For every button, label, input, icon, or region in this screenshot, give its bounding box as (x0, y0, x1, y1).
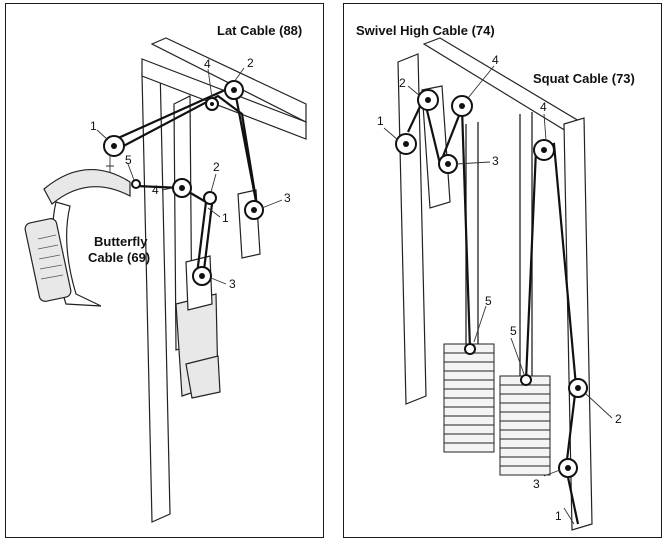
callout-2b: 2 (213, 160, 220, 174)
lat-cable (113, 84, 260, 213)
callout-3b: 3 (229, 277, 236, 291)
callout-3: 3 (492, 154, 499, 168)
callout-1b: 1 (555, 509, 562, 523)
callout-3: 3 (284, 191, 291, 205)
butterfly-pulley-5 (131, 179, 141, 189)
snap-hook (106, 154, 114, 172)
right-leader-lines (383, 65, 613, 525)
callout-2: 2 (399, 76, 406, 90)
arm-pad-texture (37, 234, 64, 280)
lat-butterfly-illustration (24, 37, 307, 523)
swivel-squat-cable-diagram: Swivel High Cable (74) Squat Cable (73) … (343, 3, 662, 538)
arm-pad (24, 218, 72, 302)
squat-cable-label: Squat Cable (73) (533, 71, 635, 86)
lat-butterfly-cable-diagram: Lat Cable (88) Butterfly Cable (69) 1 2 … (5, 3, 324, 538)
callout-1: 1 (90, 119, 97, 133)
top-beam (141, 58, 307, 140)
top-rail (150, 37, 307, 123)
weight-stack-left (443, 343, 495, 453)
seat-base (185, 355, 221, 399)
callout-4: 4 (204, 57, 211, 71)
callout-1b: 1 (222, 211, 229, 225)
left-leader-lines (96, 67, 283, 285)
top-beam (422, 37, 585, 144)
butterfly-cable-label-line2: Cable (69) (88, 250, 151, 265)
callout-3b: 3 (533, 477, 540, 491)
callout-2b: 2 (615, 412, 622, 426)
squat-pulley-5 (520, 374, 532, 386)
butterfly-pulley-2 (203, 191, 217, 205)
callout-5b: 5 (510, 324, 517, 338)
lat-cable-label: Lat Cable (88) (217, 23, 303, 38)
swivel-high-cable-label: Swivel High Cable (74) (356, 23, 495, 38)
callout-2: 2 (247, 56, 254, 70)
butterfly-arm (43, 169, 131, 205)
callout-5: 5 (125, 153, 132, 167)
callout-4: 4 (492, 53, 499, 67)
callout-5: 5 (485, 294, 492, 308)
swivel-squat-illustration (383, 37, 613, 531)
callout-1: 1 (377, 114, 384, 128)
swivel-pulley-5 (464, 343, 476, 355)
callout-4b: 4 (540, 100, 547, 114)
weight-stack-right (499, 375, 551, 476)
butterfly-cable-label-line1: Butterfly (94, 234, 148, 249)
callout-4b: 4 (152, 183, 159, 197)
